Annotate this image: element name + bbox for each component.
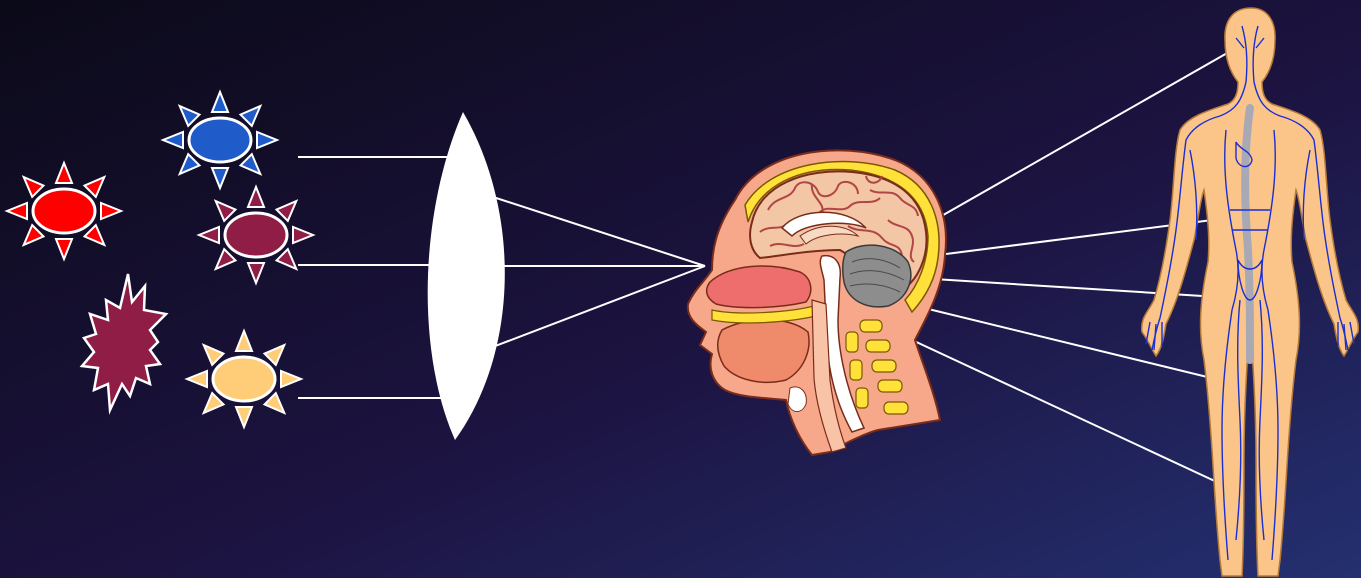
yellow-star-icon [187, 331, 301, 427]
blue-star-icon [163, 92, 277, 188]
red-star-icon [7, 163, 121, 259]
maroon-star-icon [199, 187, 313, 283]
